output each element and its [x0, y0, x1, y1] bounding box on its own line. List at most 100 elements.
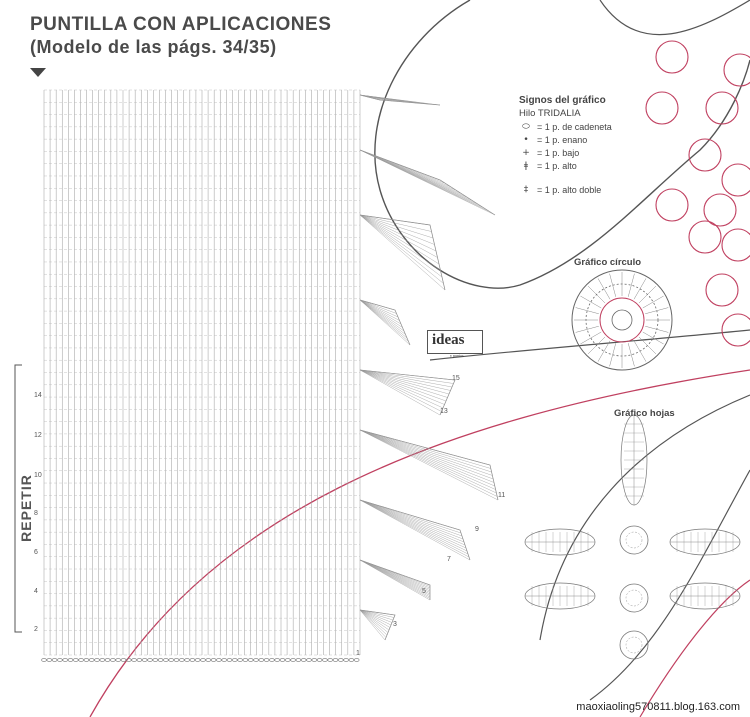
row-number: 2: [34, 626, 38, 633]
chain-stitch: [343, 658, 349, 662]
applique-circle: [688, 220, 722, 254]
chain-stitch: [216, 658, 222, 662]
fan-stitch: [359, 499, 462, 534]
outline-curve-top: [374, 0, 750, 289]
row-number: 15: [452, 375, 460, 382]
circle-motif-stitch: [587, 285, 606, 304]
circle-motif-stitch: [642, 295, 664, 309]
chain-stitch: [78, 658, 84, 662]
chain-stitch: [232, 658, 238, 662]
fan-stitch: [359, 214, 438, 258]
chain-stitch: [248, 658, 254, 662]
dot-icon: •: [523, 135, 529, 145]
fan-stitch: [359, 559, 431, 586]
chain-stitch: [152, 658, 159, 662]
fan-stitch: [359, 369, 442, 412]
outline-curve-mid: [599, 0, 750, 36]
fan-stitch: [359, 499, 464, 540]
legend-yarn: Hilo TRIDALIA: [519, 108, 581, 119]
leaf: [524, 582, 596, 610]
chain-stitch: [99, 658, 106, 662]
fan-stitch: [359, 214, 437, 252]
fan-stitch: [359, 609, 393, 623]
chain-stitch: [163, 658, 169, 662]
chain-stitch: [322, 658, 328, 662]
fan-stitch: [359, 609, 389, 633]
fan-stitch: [359, 609, 395, 618]
fan-stitch: [359, 559, 431, 596]
fan-stitch: [359, 429, 491, 469]
chain-stitch: [354, 658, 360, 662]
fan-stitch: [359, 559, 431, 593]
fan-stitch: [359, 214, 440, 265]
chain-stitch: [226, 658, 233, 662]
fan-stitch: [359, 609, 390, 631]
fan-stitch: [359, 299, 399, 318]
circle-motif-stitch: [609, 273, 617, 297]
logo-text: ideas: [432, 332, 465, 348]
circle-motif-stitch: [609, 343, 617, 367]
legend-item-label: = 1 p. bajo: [537, 148, 580, 158]
fan-stitch: [359, 429, 495, 483]
fan-stitch: [359, 369, 441, 416]
fan-stitch: [359, 499, 468, 552]
chain-stitch: [316, 658, 323, 662]
fan-stitch: [359, 429, 495, 487]
leaf-ring-inner: [625, 636, 643, 654]
chain-stitch: [131, 658, 137, 662]
row-number: 9: [475, 526, 479, 533]
circle-motif-stitch: [633, 278, 647, 300]
row-number: 5: [422, 588, 426, 595]
legend-item-label: = 1 p. alto doble: [537, 185, 602, 195]
page-title: PUNTILLA CON APLICACIONES: [30, 14, 332, 35]
fan-stitch: [359, 429, 491, 466]
fan-stitch: [359, 499, 470, 558]
fan-edging: [359, 94, 499, 641]
chain-stitch: [205, 658, 212, 662]
chain-stitch: [179, 658, 185, 662]
fan-stitch: [359, 214, 444, 284]
fan-stitch: [359, 369, 444, 409]
chain-stitch: [94, 658, 100, 662]
fan-stitch: [359, 299, 402, 325]
outline-curve-bottom: [589, 469, 750, 701]
chain-stitch: [115, 658, 121, 662]
fan-stitch: [359, 499, 471, 561]
fan-stitch: [359, 369, 451, 391]
row-number: 13: [440, 408, 448, 415]
circle-motif-stitch: [575, 325, 599, 333]
fan-stitch: [359, 299, 400, 321]
chain-stitch: [269, 658, 275, 662]
leaf-ring-inner: [625, 531, 643, 549]
fan-stitch: [359, 214, 443, 278]
outline-curve-right: [539, 394, 750, 641]
stitch-grid: [41, 89, 361, 662]
fan-stitch: [359, 214, 446, 291]
legend-item-label: = 1 p. enano: [537, 135, 588, 145]
chain-stitch: [110, 658, 116, 662]
fan-stitch: [359, 299, 405, 332]
chain-stitch: [301, 658, 307, 662]
chain-stitch: [285, 658, 291, 662]
fan-stitch: [359, 609, 387, 638]
fan-stitch: [359, 609, 394, 621]
circle-motif-stitch: [580, 331, 602, 345]
red-curve-main: [89, 369, 750, 717]
circle-motif-stitch: [645, 307, 669, 315]
chain-stitch: [88, 658, 95, 662]
leaf-ring: [619, 583, 649, 613]
applique-circle: [721, 313, 750, 347]
leaf: [620, 414, 648, 506]
chain-stitch: [348, 658, 355, 662]
applique-circle: [688, 138, 722, 172]
row-number: 1: [356, 650, 360, 657]
leaf: [669, 528, 741, 556]
chain-stitch: [295, 658, 302, 662]
fan-stitch: [359, 214, 432, 232]
fan-stitch: [359, 369, 456, 381]
fan-stitch: [359, 499, 467, 549]
applique-circle: [645, 91, 679, 125]
fan-stitch: [359, 299, 397, 314]
fan-stitch: [359, 609, 386, 641]
fan-stitch: [359, 559, 431, 598]
